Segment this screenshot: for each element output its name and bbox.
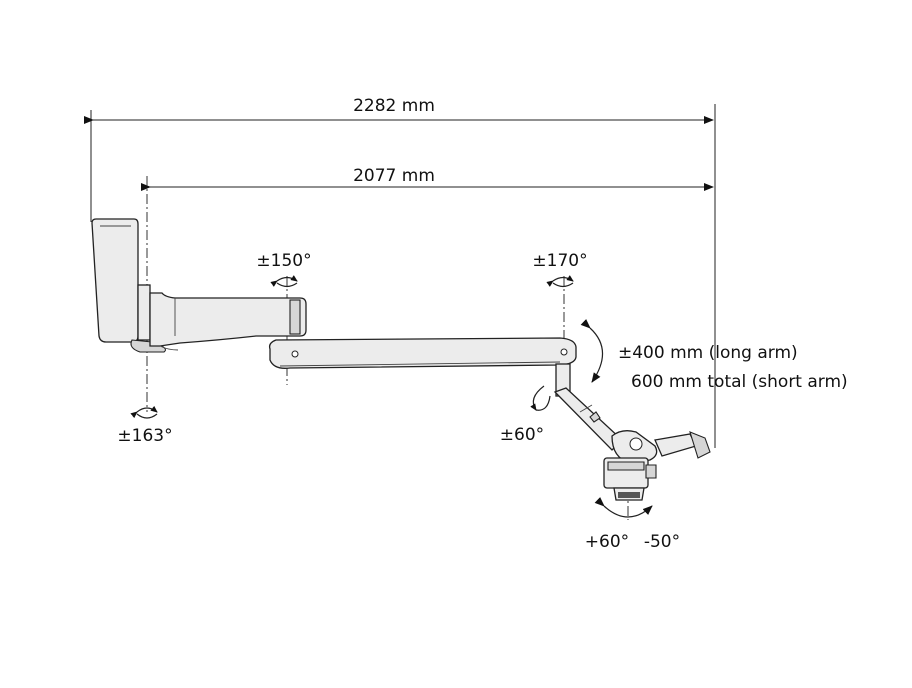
suspension-rotation-icon <box>530 385 545 411</box>
suspension-arm <box>553 363 623 451</box>
microscope-tilt-positive-label: +60° <box>585 532 629 552</box>
arm-length-label: 2077 mm <box>353 166 435 186</box>
vertical-travel-short-arm-label: 600 mm total (short arm) <box>631 372 848 392</box>
second-joint-rotation-icon <box>546 275 574 287</box>
long-arm <box>268 337 577 369</box>
wall-mount-rotation-icon <box>130 405 158 419</box>
vertical-travel-long-arm-label: ±400 mm (long arm) <box>618 343 798 363</box>
first-joint-rotation-icon <box>270 275 298 287</box>
first-joint-rotation-label: ±150° <box>256 251 311 271</box>
upper-arm <box>149 292 307 351</box>
microscope-tilt-negative-label: -50° <box>644 532 680 552</box>
microscope-head <box>603 430 711 501</box>
second-joint-rotation-label: ±170° <box>532 251 587 271</box>
suspension-rotation-label: ±60° <box>500 425 544 445</box>
overall-length-label: 2282 mm <box>353 96 435 116</box>
wall-mount-rotation-label: ±163° <box>117 426 172 446</box>
microscope-tilt-icon <box>594 496 653 518</box>
vertical-travel-icon <box>580 318 604 383</box>
